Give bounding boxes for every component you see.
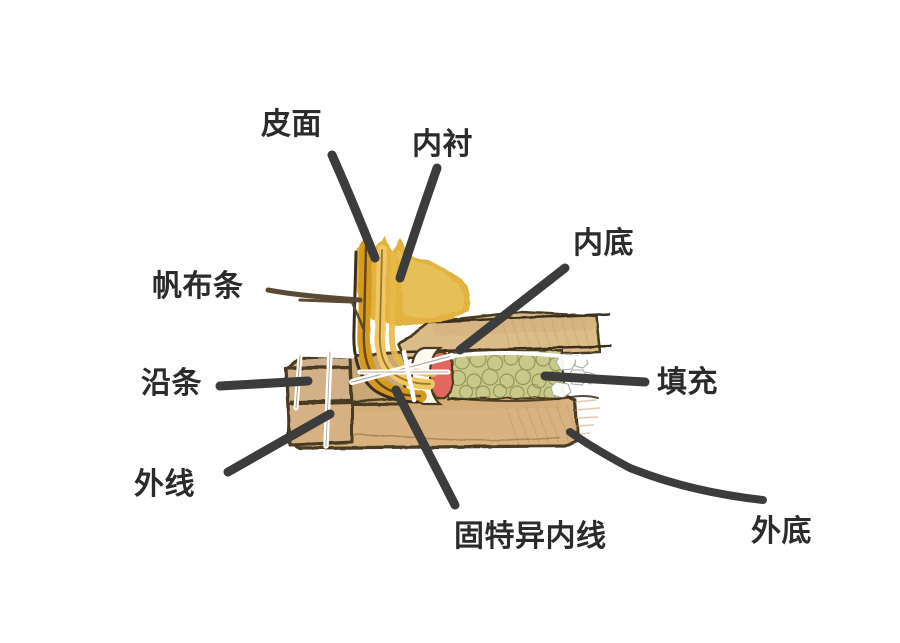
label-neichen: 内衬 (412, 127, 473, 162)
label-waidi: 外底 (751, 514, 812, 549)
label-yantiao: 沿条 (141, 366, 202, 401)
leader-line-neichen (395, 163, 442, 283)
label-waixian: 外线 (134, 467, 195, 502)
leader-line-waixian (223, 409, 335, 477)
leader-line-waidi (566, 428, 767, 504)
stitching-threads (293, 349, 599, 449)
label-tianchong: 填充 (657, 365, 718, 400)
label-fanbutiao: 帆布条 (152, 269, 244, 304)
label-neidi: 内底 (573, 226, 634, 261)
canvas-strip-detail (298, 298, 366, 332)
leader-line-yantiao (215, 376, 313, 391)
leader-line-fanbutiao (265, 287, 363, 303)
leader-line-gutehyi (391, 385, 460, 510)
leader-line-pimian (327, 150, 380, 263)
leader-lines (215, 150, 767, 510)
leader-line-tianchong (540, 371, 650, 387)
leader-line-neidi (455, 263, 570, 355)
insole-group (396, 310, 613, 360)
label-gutehyi-neixian: 固特异内线 (454, 519, 607, 554)
label-pimian: 皮面 (261, 107, 322, 142)
